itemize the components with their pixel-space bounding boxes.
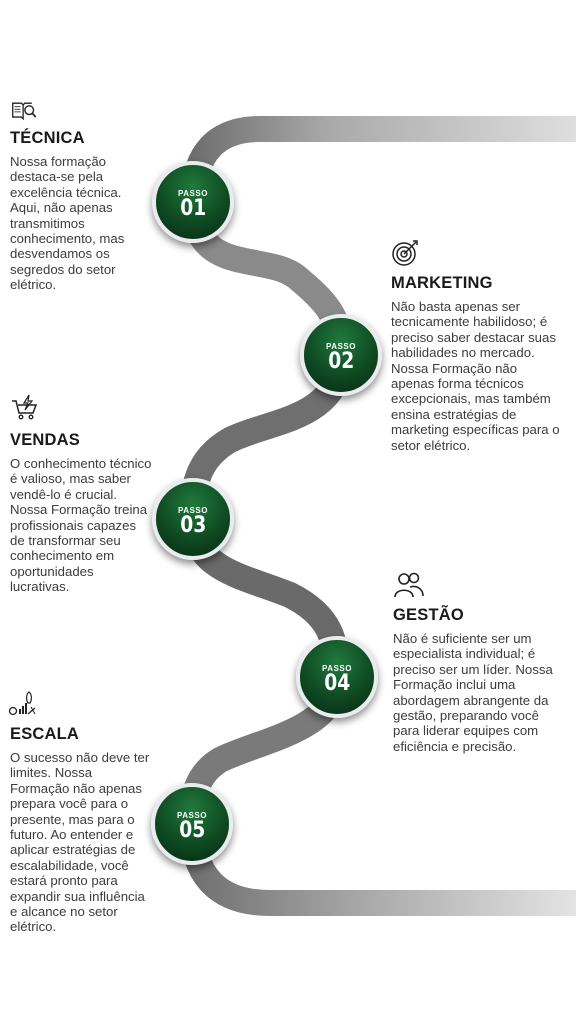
step-label: PASSO	[178, 505, 208, 515]
step-05-marker: PASSO 05	[151, 783, 233, 865]
step-label: PASSO	[178, 188, 208, 198]
section-title: ESCALA	[10, 725, 80, 743]
step-number: 05	[178, 817, 206, 843]
step-01-marker: PASSO 01	[152, 161, 234, 243]
section-title: TÉCNICA	[10, 129, 85, 147]
section-title: MARKETING	[391, 274, 493, 292]
section-vendas: VENDAS O conhecimento técnico é valioso,…	[10, 431, 152, 595]
step-04-marker: PASSO 04	[296, 636, 378, 718]
step-number: 01	[179, 195, 207, 221]
step-number: 02	[327, 348, 355, 374]
section-text: O conhecimento técnico é valioso, mas sa…	[10, 456, 152, 595]
step-number: 04	[323, 670, 351, 696]
section-title: GESTÃO	[393, 606, 464, 624]
section-title: VENDAS	[10, 431, 80, 449]
section-text: O sucesso não deve ter limites. Nossa Fo…	[10, 750, 150, 935]
step-02-marker: PASSO 02	[300, 314, 382, 396]
step-label: PASSO	[326, 341, 356, 351]
book-magnifier-icon	[12, 102, 37, 121]
step-03-marker: PASSO 03	[152, 478, 234, 560]
cart-bolt-icon	[12, 394, 38, 420]
section-text: Não é suficiente ser um especialista ind…	[393, 631, 553, 754]
section-escala: ESCALA O sucesso não deve ter limites. N…	[10, 725, 150, 935]
growth-rocket-icon	[8, 691, 36, 716]
target-icon	[392, 240, 418, 266]
step-label: PASSO	[177, 810, 207, 820]
step-label: PASSO	[322, 663, 352, 673]
section-text: Nossa formação destaca-se pela excelênci…	[10, 154, 125, 293]
section-marketing: MARKETING Não basta apenas ser tecnicame…	[391, 274, 563, 453]
section-gestao: GESTÃO Não é suficiente ser um especiali…	[393, 606, 565, 754]
section-tecnica: TÉCNICA Nossa formação destaca-se pela e…	[10, 129, 142, 293]
step-number: 03	[179, 512, 207, 538]
people-icon	[394, 572, 424, 598]
section-text: Não basta apenas ser tecnicamente habili…	[391, 299, 560, 453]
